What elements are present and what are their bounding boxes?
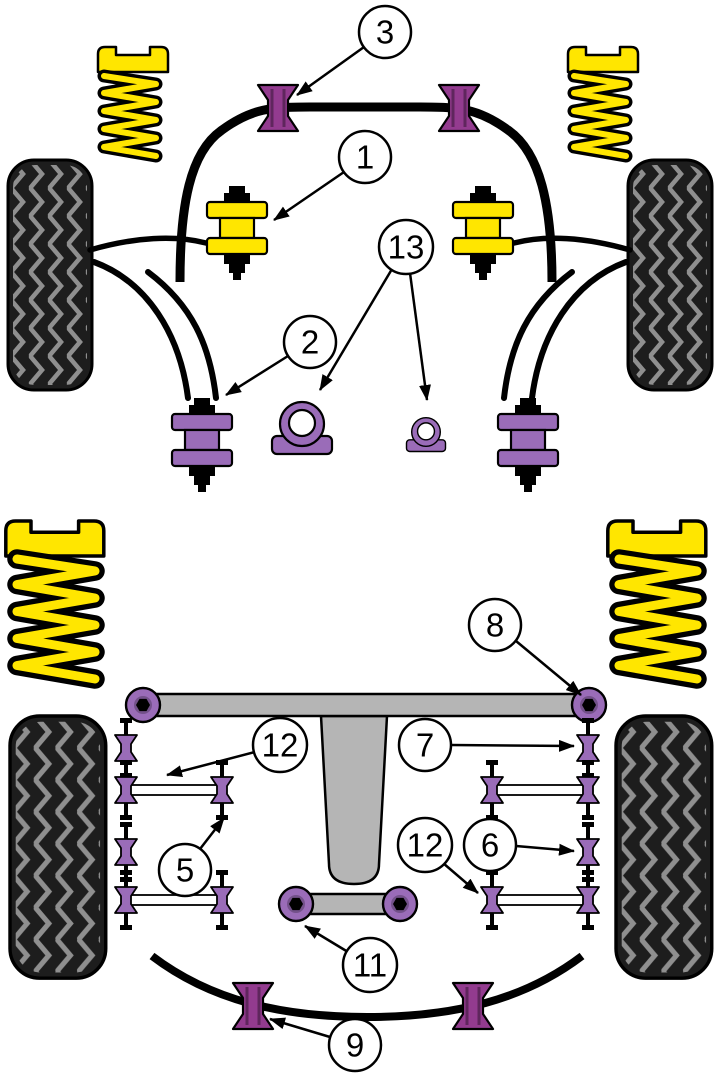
callout-2: 2	[282, 314, 338, 370]
tire-front-right	[626, 158, 714, 392]
callout-arrow-8	[515, 640, 582, 696]
coil-spring-rear-right	[619, 559, 697, 679]
lower-arm-bush-left	[170, 396, 234, 494]
callout-arrow-7	[450, 739, 575, 752]
rack-mount-bush-small	[405, 416, 447, 453]
callout-circle	[282, 314, 338, 370]
callout-arrow-3	[296, 45, 365, 97]
callout-circle	[377, 218, 435, 276]
callout-number: 6	[481, 827, 499, 864]
spring-top-mount-front-left	[96, 45, 170, 74]
callout-number: 3	[376, 14, 394, 51]
callout-number: 2	[301, 324, 319, 361]
callout-circle	[337, 129, 393, 185]
rear-beam	[128, 692, 604, 718]
callout-arrow-1	[273, 170, 345, 222]
lower-arm-bush-right	[496, 396, 560, 494]
callout-circle	[327, 1017, 383, 1073]
callout-circle	[397, 717, 453, 773]
callout-arrow-5	[199, 817, 225, 850]
rack-mount-bush-large	[270, 400, 334, 456]
callout-arrow-13b	[408, 272, 431, 401]
callout-number: 9	[346, 1027, 364, 1064]
spring-top-mount-front-right	[566, 45, 640, 74]
callout-arrow-13a	[318, 268, 394, 391]
center-link-bush-right	[381, 885, 419, 923]
callout-number: 5	[176, 852, 194, 889]
upper-arm-left	[87, 235, 209, 253]
lower-arm-outer-right	[529, 259, 629, 401]
callout-5: 5	[157, 842, 213, 898]
callout-number: 11	[353, 947, 387, 984]
callout-circle	[467, 597, 523, 653]
callout-circle	[396, 816, 454, 874]
beam-mount-bush-left	[124, 686, 162, 724]
front-anti-roll-bar	[175, 102, 557, 283]
upper-arm-right	[511, 235, 633, 253]
callout-12-right: 12	[396, 816, 454, 874]
callout-arrow-11	[304, 924, 349, 954]
callout-12-left: 12	[251, 716, 309, 774]
rear-suspension-view: 8 12 7 5 12 6 11 9	[4, 519, 714, 1073]
callout-9: 9	[327, 1017, 383, 1073]
trailing-link-upper-right	[481, 760, 599, 820]
callout-arrow-9	[269, 1017, 331, 1039]
callout-number: 1	[356, 139, 374, 176]
callout-arrow-6	[515, 843, 575, 856]
front-suspension-view: 3 1 13 2	[6, 4, 714, 494]
callout-circle	[462, 817, 518, 873]
callout-6: 6	[462, 817, 518, 873]
callout-circle	[357, 4, 413, 60]
callout-circle	[251, 716, 309, 774]
tire-rear-right	[614, 714, 714, 980]
tire-front-left	[6, 158, 94, 392]
callout-number: 8	[486, 607, 504, 644]
center-link-bush-left	[277, 885, 315, 923]
coil-spring-rear-left	[17, 559, 95, 679]
trailing-link-lower-right	[481, 870, 599, 930]
coil-spring-front-left	[104, 76, 156, 156]
lower-arm-inner-right	[501, 269, 575, 401]
callout-circle	[157, 842, 213, 898]
callout-number: 13	[388, 229, 425, 266]
callout-number: 12	[407, 827, 444, 864]
callout-3: 3	[357, 4, 413, 60]
subframe-pedestal	[319, 714, 389, 886]
lower-arm-outer-left	[91, 259, 191, 401]
callout-circle	[341, 936, 399, 994]
callout-7: 7	[397, 717, 453, 773]
callout-number: 7	[416, 727, 434, 764]
rear-anti-roll-bar	[149, 952, 585, 1022]
callout-1: 1	[337, 129, 393, 185]
callout-arrow-2	[225, 354, 289, 397]
tire-rear-left	[8, 714, 108, 980]
callout-arrow-12b	[442, 862, 479, 894]
trailing-link-upper-left	[115, 760, 233, 820]
engine-mount-bush-left	[205, 184, 269, 282]
engine-mount-bush-right	[451, 184, 515, 282]
coil-spring-front-right	[574, 76, 626, 156]
callout-number: 12	[262, 727, 299, 764]
callout-13: 13	[377, 218, 435, 276]
lower-arm-inner-left	[145, 269, 219, 401]
callout-8: 8	[467, 597, 523, 653]
callout-11: 11	[341, 936, 399, 994]
callout-arrow-12a	[166, 750, 256, 778]
